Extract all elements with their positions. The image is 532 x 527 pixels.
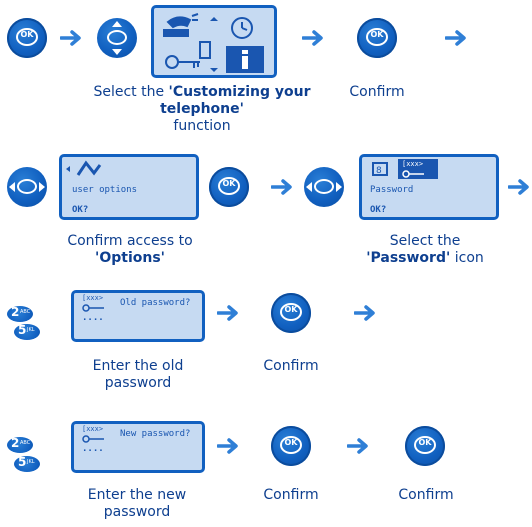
arrow-right-icon (445, 30, 466, 46)
navigator-leftright-icon[interactable] (7, 167, 47, 207)
navigator-cup (107, 30, 127, 45)
key-letters: JKL (27, 459, 35, 465)
caption-confirm: Confirm (398, 487, 454, 503)
lcd-prompt: New password? (120, 429, 191, 439)
navigator-cup (314, 179, 334, 194)
lcd-ok: OK? (72, 205, 89, 215)
arrow-right-icon (302, 30, 323, 46)
ok-ring (414, 436, 436, 454)
arrow-right-icon (271, 179, 292, 195)
arrow-right-small-icon (39, 182, 45, 192)
lcd-main-menu (151, 5, 277, 78)
caption-bold: 'Password' (366, 250, 451, 266)
ok-label: OK (284, 438, 298, 447)
ok-button-icon[interactable]: OK (357, 18, 397, 58)
arrow-right-icon (217, 305, 238, 321)
arrow-up-icon (112, 21, 122, 27)
options-icon (66, 160, 102, 176)
caption-text: Confirm access to (67, 233, 193, 249)
ok-ring (280, 436, 302, 454)
navigator-updown-icon[interactable] (97, 18, 137, 58)
caption-text: function (173, 118, 231, 134)
caption-enter-new: Enter the new password (87, 487, 187, 520)
caption-confirm-options: Confirm access to 'Options' (45, 233, 215, 267)
mobile-icon (199, 41, 211, 59)
ok-label: OK (222, 179, 236, 188)
ok-button-icon[interactable]: OK (271, 293, 311, 333)
lcd-password: 8 [xxx> Password OK? (359, 154, 499, 220)
lcd-old-password: [xxx> Old password? .... (71, 290, 205, 342)
ok-label: OK (418, 438, 432, 447)
lcd-new-password: [xxx> New password? .... (71, 421, 205, 473)
ok-ring (280, 303, 302, 321)
arrow-right-icon (347, 438, 368, 454)
key-letters: ABC (20, 309, 31, 315)
ok-label: OK (284, 305, 298, 314)
key-number: 5 (18, 323, 27, 337)
key-5-icon[interactable]: 5 JKL (14, 455, 40, 472)
arrow-right-icon (508, 179, 529, 195)
gear-icon: 8 (372, 162, 388, 176)
scroll-down-icon (210, 68, 218, 72)
key-number: 5 (18, 455, 27, 469)
caption-confirm: Confirm (263, 358, 319, 374)
lcd-ok: OK? (370, 205, 387, 215)
arrow-right-icon (217, 438, 238, 454)
info-icon (226, 46, 264, 73)
arrow-right-small-icon (336, 182, 342, 192)
lcd-dots: .... (82, 313, 104, 323)
navigator-leftright-icon[interactable] (304, 167, 344, 207)
arrow-right-icon (354, 305, 375, 321)
ok-button-icon[interactable]: OK (7, 18, 47, 58)
ok-label: OK (20, 30, 34, 39)
code-label: [xxx> (82, 425, 104, 433)
key-icon (165, 55, 200, 69)
lcd-line: user options (72, 185, 138, 195)
key-2-icon[interactable]: 2 ABC (7, 436, 33, 453)
caption-enter-old: Enter the old password (92, 358, 184, 391)
phone-icon (163, 13, 199, 37)
arrow-down-icon (112, 49, 122, 55)
lcd-dots: .... (82, 444, 104, 454)
caption-bold: 'Options' (95, 250, 165, 266)
key-number: 2 (11, 305, 20, 319)
key-icon (402, 170, 424, 178)
key-icon (82, 435, 104, 443)
key-letters: JKL (27, 327, 35, 333)
caption-select-customizing: Select the 'Customizing your telephone' … (92, 84, 312, 135)
main-menu-icons (163, 13, 264, 73)
caption-text: icon (450, 250, 484, 266)
lcd-prompt: Old password? (120, 298, 191, 308)
ok-ring (366, 28, 388, 46)
lcd-line: Password (370, 185, 414, 195)
caption-bold: 'Customizing your telephone' (160, 84, 311, 117)
caption-confirm: Confirm (349, 84, 405, 100)
key-2-icon[interactable]: 2 ABC (7, 305, 33, 322)
ok-button-icon[interactable]: OK (209, 167, 249, 207)
ok-button-icon[interactable]: OK (271, 426, 311, 466)
code-label: [xxx> (82, 294, 104, 302)
arrow-left-icon (9, 182, 15, 192)
key-number: 2 (11, 436, 20, 450)
ok-button-icon[interactable]: OK (405, 426, 445, 466)
ok-label: OK (370, 30, 384, 39)
lcd-user-options: user options OK? (59, 154, 199, 220)
key-5-icon[interactable]: 5 JKL (14, 323, 40, 340)
caption-text: Select the (389, 233, 461, 249)
ok-ring (218, 177, 240, 195)
clock-icon (231, 17, 253, 39)
navigator-cup (17, 179, 37, 194)
password-icon-box: [xxx> (398, 159, 438, 179)
key-letters: ABC (20, 440, 31, 446)
svg-text:8: 8 (376, 166, 382, 176)
ok-ring (16, 28, 38, 46)
caption-select-password: Select the 'Password' icon (340, 233, 510, 267)
password-code: [xxx> (402, 160, 424, 168)
key-icon (82, 304, 104, 312)
arrow-left-icon (306, 182, 312, 192)
caption-confirm: Confirm (263, 487, 319, 503)
caption-text: Select the (93, 84, 169, 100)
scroll-up-icon (210, 17, 218, 21)
arrow-right-icon (60, 30, 81, 46)
